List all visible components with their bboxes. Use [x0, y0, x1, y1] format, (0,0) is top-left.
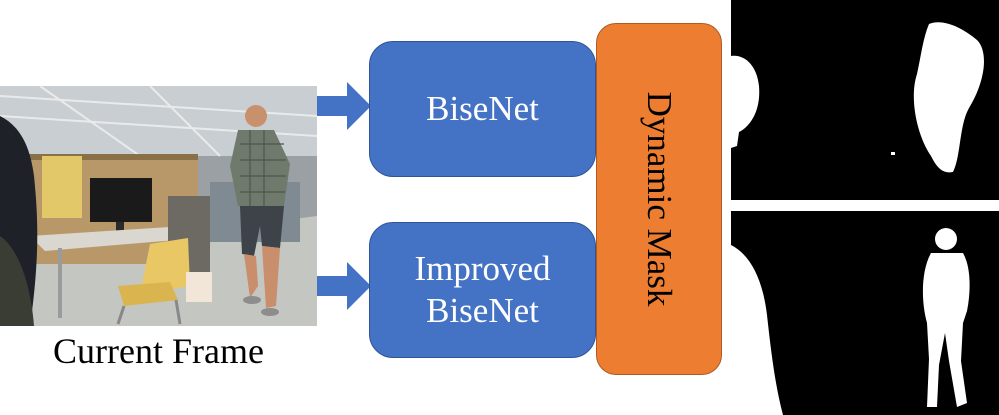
bisenet-box: BiseNet [369, 41, 596, 177]
current-frame-caption: Current Frame [53, 331, 264, 371]
dynamic-mask-box: Dynamic Mask [596, 23, 722, 375]
current-frame-image [0, 86, 317, 326]
bisenet-output-mask [731, 0, 999, 200]
arrow-to-improved-bisenet [317, 262, 371, 310]
bisenet-label: BiseNet [426, 89, 539, 128]
improved-bisenet-label: Improved BiseNet [414, 249, 551, 330]
arrow-to-bisenet [317, 82, 371, 130]
dynamic-mask-label: Dynamic Mask [640, 91, 679, 307]
improved-bisenet-output-mask [731, 211, 999, 415]
improved-bisenet-box: Improved BiseNet [369, 222, 596, 358]
